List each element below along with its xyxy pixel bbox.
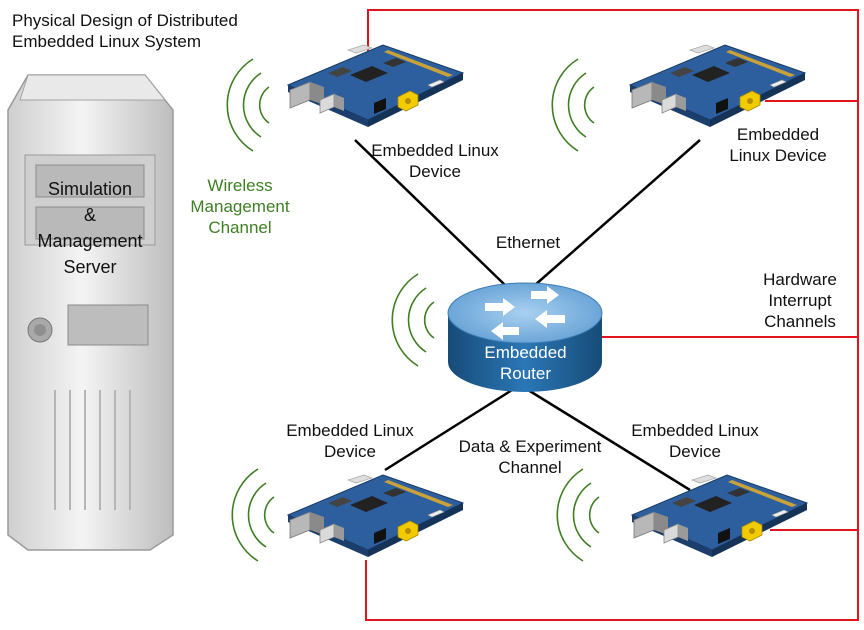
- device-label-bottom-right: Embedded Linux Device: [625, 420, 765, 462]
- interrupt-label: Hardware Interrupt Channels: [745, 269, 855, 332]
- device-label-top-right-line-2: Linux Device: [729, 146, 827, 165]
- device-label-top-left-line-2: Device: [409, 162, 461, 181]
- board-top-left-icon: [287, 44, 464, 128]
- board-bottom-right-icon: [631, 474, 808, 558]
- device-label-top-left-line-1: Embedded Linux: [371, 141, 499, 160]
- interrupt-label-line-1: Hardware: [763, 270, 837, 289]
- wireless-label-line-2: Management: [190, 197, 290, 216]
- interrupt-label-line-3: Channels: [764, 312, 836, 331]
- device-label-bottom-right-line-2: Device: [669, 442, 721, 461]
- ethernet-lines: [354, 139, 701, 492]
- diagram-title: Physical Design of Distributed Embedded …: [12, 10, 292, 52]
- wireless-label-line-3: Channel: [208, 218, 272, 237]
- data-channel-label-line-2: Channel: [498, 458, 562, 477]
- router-label: Embedded Router: [458, 342, 593, 384]
- server-label: Simulation & Management Server: [25, 176, 155, 280]
- server-label-line-2: &: [83, 205, 96, 225]
- ethernet-label: Ethernet: [495, 233, 561, 252]
- router-icon: [447, 282, 603, 392]
- board-bottom-left-icon: [287, 474, 464, 558]
- device-label-top-left: Embedded Linux Device: [370, 140, 500, 182]
- diagram-title-line-1: Physical Design of Distributed: [12, 11, 238, 30]
- wireless-label-line-1: Wireless: [207, 176, 273, 195]
- hardware-interrupt-lines: [365, 9, 859, 621]
- router-label-line-1: Embedded: [484, 343, 567, 362]
- device-label-top-right-line-1: Embedded: [736, 125, 820, 144]
- server-tower: [7, 74, 174, 551]
- device-label-bottom-left-line-2: Device: [324, 442, 376, 461]
- data-channel-label: Data & Experiment Channel: [440, 436, 620, 478]
- device-label-top-right: Embedded Linux Device: [718, 124, 838, 166]
- interrupt-label-line-2: Interrupt: [768, 291, 832, 310]
- server-label-line-4: Server: [63, 257, 117, 277]
- data-channel-label-line-1: Data & Experiment: [458, 437, 602, 456]
- server-label-line-1: Simulation: [47, 179, 133, 199]
- router-label-line-2: Router: [499, 364, 552, 383]
- wireless-label: Wireless Management Channel: [180, 175, 300, 238]
- device-label-bottom-left: Embedded Linux Device: [280, 420, 420, 462]
- diagram-title-line-2: Embedded Linux System: [12, 32, 201, 51]
- device-label-bottom-right-line-1: Embedded Linux: [631, 421, 759, 440]
- server-label-line-3: Management: [37, 231, 143, 251]
- board-top-right-icon: [629, 44, 806, 128]
- device-label-bottom-left-line-1: Embedded Linux: [286, 421, 414, 440]
